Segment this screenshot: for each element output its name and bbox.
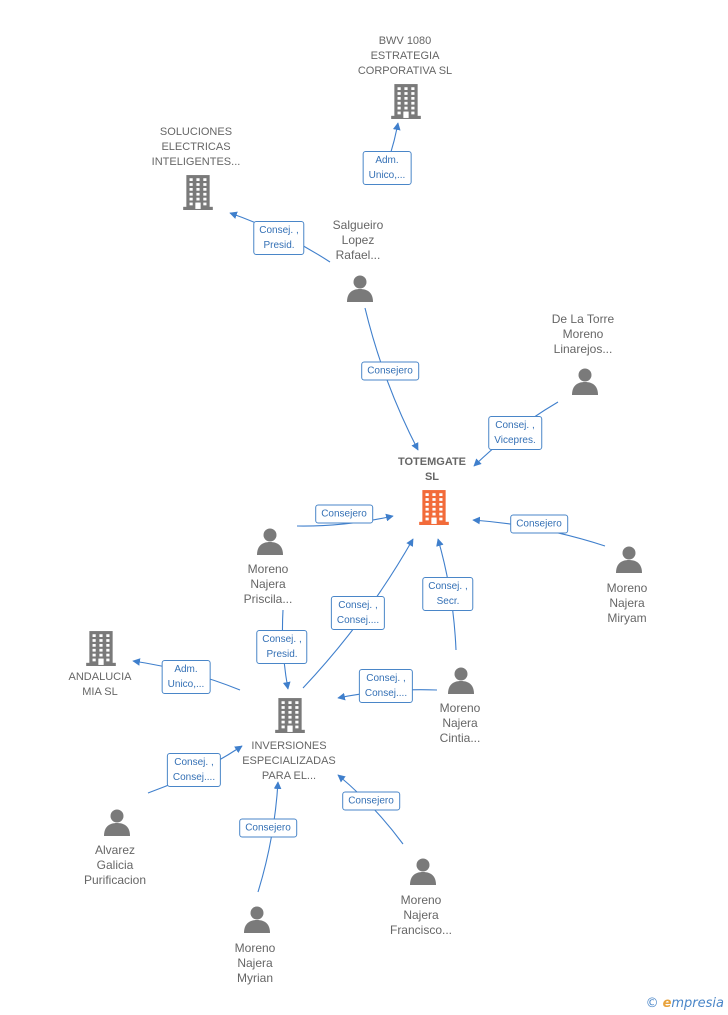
edge-label-inversiones-to-andalucia[interactable]: Adm. Unico,... — [161, 660, 211, 694]
edge-label-cintia-to-inversiones[interactable]: Consej. , Consej.... — [358, 669, 414, 703]
person-icon[interactable] — [409, 857, 437, 890]
edge-priscila-to-totemgate — [296, 513, 394, 527]
edge-label-priscila-to-inversiones[interactable]: Consej. , Presid. — [256, 630, 308, 664]
footer-brand: ©empresia — [646, 996, 724, 1011]
building-icon[interactable] — [275, 697, 305, 738]
node-label-delatorre[interactable]: De La Torre Moreno Linarejos... — [551, 312, 615, 356]
person-icon[interactable] — [256, 527, 284, 560]
edge-label-inversiones-to-totemgate[interactable]: Consej. , Consej.... — [330, 596, 386, 630]
node-label-totemgate[interactable]: TOTEMGATE SL — [397, 456, 467, 483]
edge-label-cintia-to-totemgate[interactable]: Consej. , Secr. — [422, 577, 474, 611]
edge-myrian-to-inversiones — [257, 781, 282, 893]
node-label-myrian[interactable]: Moreno Najera Myrian — [234, 941, 276, 985]
person-icon[interactable] — [346, 274, 374, 307]
node-label-miryam[interactable]: Moreno Najera Miryam — [606, 581, 648, 625]
person-icon[interactable] — [571, 367, 599, 400]
brand-logo-text: mpresia — [671, 996, 724, 1011]
building-icon[interactable] — [419, 489, 449, 530]
edge-salgueiro-to-totemgate — [364, 307, 419, 451]
edge-label-myrian-to-inversiones[interactable]: Consejero — [239, 818, 297, 838]
edge-label-francisco-to-inversiones[interactable]: Consejero — [342, 791, 400, 811]
person-icon[interactable] — [103, 808, 131, 841]
edge-label-miryam-to-totemgate[interactable]: Consejero — [510, 514, 568, 534]
copyright-symbol: © — [645, 996, 659, 1011]
brand-logo-initial: e — [662, 996, 672, 1011]
building-icon[interactable] — [86, 630, 116, 671]
node-label-andalucia[interactable]: ANDALUCIA MIA SL — [68, 671, 132, 698]
edge-label-salgueiro-to-totemgate[interactable]: Consejero — [361, 361, 419, 381]
edge-label-salgueiro-to-soluciones[interactable]: Consej. , Presid. — [253, 221, 305, 255]
node-label-priscila[interactable]: Moreno Najera Priscila... — [243, 562, 293, 606]
person-icon[interactable] — [615, 545, 643, 578]
node-label-cintia[interactable]: Moreno Najera Cintia... — [439, 701, 481, 745]
building-icon[interactable] — [391, 83, 421, 124]
node-label-salgueiro[interactable]: Salgueiro Lopez Rafael... — [332, 218, 384, 262]
node-label-soluciones[interactable]: SOLUCIONES ELECTRICAS INTELIGENTES... — [151, 126, 241, 168]
edge-label-alvarez-to-inversiones[interactable]: Consej. , Consej.... — [166, 753, 222, 787]
node-label-alvarez[interactable]: Alvarez Galicia Purificacion — [83, 843, 147, 887]
node-label-francisco[interactable]: Moreno Najera Francisco... — [389, 893, 452, 937]
edge-label-delatorre-to-totemgate[interactable]: Consej. , Vicepres. — [488, 416, 542, 450]
building-icon[interactable] — [183, 174, 213, 215]
person-icon[interactable] — [447, 666, 475, 699]
edge-label-priscila-to-totemgate[interactable]: Consejero — [315, 504, 373, 524]
node-label-bwv[interactable]: BWV 1080 ESTRATEGIA CORPORATIVA SL — [357, 35, 453, 77]
node-label-inversiones[interactable]: INVERSIONES ESPECIALIZADAS PARA EL... — [242, 740, 336, 782]
edge-label-salgueiro-to-bwv[interactable]: Adm. Unico,... — [362, 151, 412, 185]
person-icon[interactable] — [243, 905, 271, 938]
